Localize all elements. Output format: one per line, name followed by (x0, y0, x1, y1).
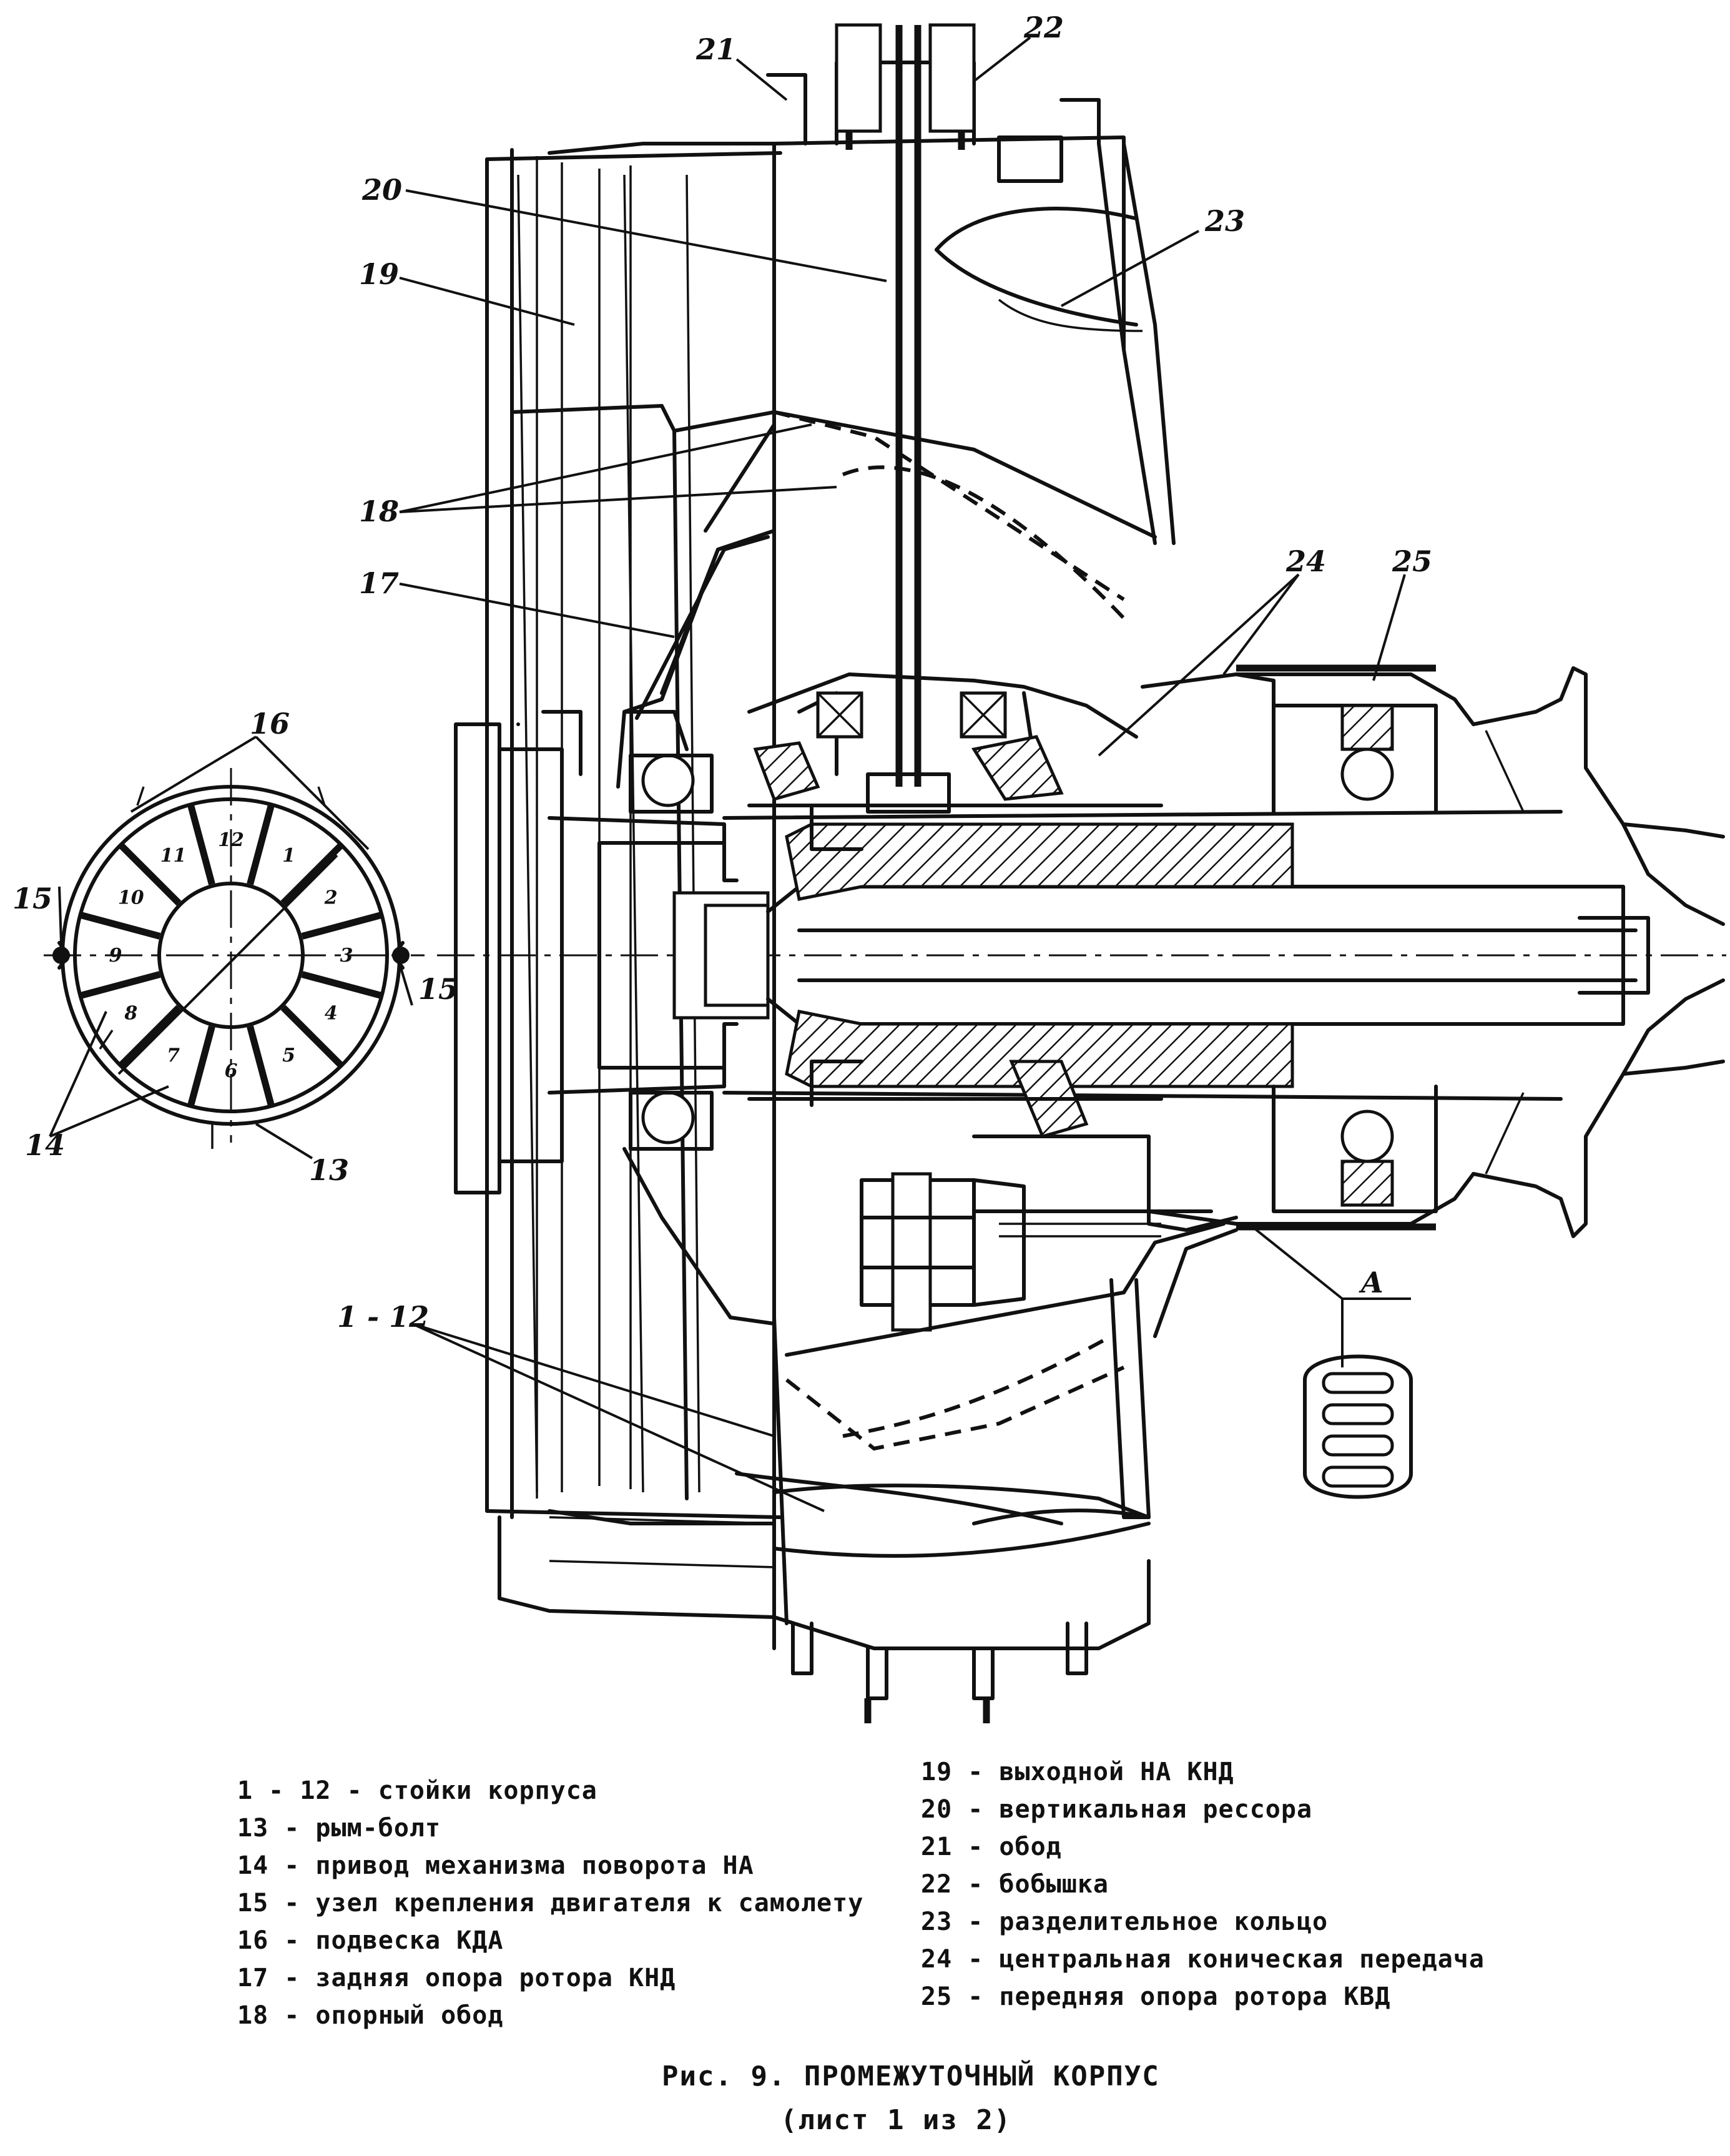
leader-lines (49, 36, 1406, 1512)
callout-a: A (1359, 1266, 1384, 1299)
callout-25: 25 (1392, 544, 1432, 578)
strut-number: 5 (282, 1045, 295, 1066)
legend-item-23: 23 - разделительное кольцо (921, 1907, 1329, 1936)
callout-13: 13 (309, 1153, 349, 1187)
mount-right (392, 947, 410, 964)
strut-spoke (79, 911, 161, 940)
strut-number: 11 (160, 845, 187, 867)
legend-item-20: 20 - вертикальная рессора (921, 1795, 1313, 1824)
shaft-hatched-upper (785, 822, 1294, 901)
legend-item-16: 16 - подвеска КДА (237, 1926, 504, 1955)
strut-number: 8 (124, 1003, 137, 1025)
front-flange (454, 710, 739, 1194)
callout-24: 24 (1285, 544, 1326, 578)
upper-strut-casing (766, 23, 1126, 1650)
callout-21: 21 (695, 32, 736, 66)
legend-item-17: 17 - задняя опора ротора КНД (237, 1964, 676, 1992)
rear-bearing-ball (641, 754, 695, 807)
strut-spoke (301, 971, 383, 1000)
main-shaft (672, 804, 1650, 1107)
legend-item-18: 18 - опорный обод (237, 2001, 504, 2030)
callout-14: 14 (25, 1128, 65, 1162)
strut-number: 6 (225, 1060, 238, 1082)
boss-left (835, 23, 882, 133)
mount-left (52, 947, 70, 964)
strut-number: 1 (282, 845, 295, 867)
central-bevel-gear (747, 672, 1163, 1139)
gear-hub (866, 772, 951, 814)
callout-20: 20 (361, 173, 402, 207)
strut-spoke (187, 804, 215, 885)
legend-item-1-12: 1 - 12 - стойки корпуса (237, 1776, 597, 1805)
rear-bearing-ball-lower (641, 1091, 695, 1144)
callout-1-12: 1 - 12 (337, 1300, 429, 1334)
outer-casing (485, 142, 782, 1525)
hp-compressor-end (1472, 666, 1725, 1238)
strut-spoke (187, 1025, 215, 1107)
strut-spoke (247, 804, 275, 885)
callout-15-left: 15 (12, 882, 52, 915)
callout-16: 16 (250, 707, 290, 741)
rear-bearing-support (616, 548, 776, 1326)
right-strut-walls (935, 142, 1176, 545)
legend-item-19: 19 - выходной НА КНД (921, 1758, 1234, 1786)
callout-18: 18 (359, 495, 399, 528)
strut-spoke (118, 1005, 182, 1068)
legend-item-25: 25 - передняя опора ротора КВД (921, 1982, 1391, 2011)
boss-right (928, 23, 976, 133)
strut-number: 3 (340, 945, 353, 967)
figure-sheet: (лист 1 из 2) (780, 2104, 1012, 2136)
strut-number: 2 (324, 887, 338, 909)
strut-number: 10 (118, 887, 144, 909)
callout-15-right: 15 (418, 972, 458, 1006)
legend-item-24: 24 - центральная коническая передача (921, 1945, 1485, 1974)
figure-caption: Рис. 9. ПРОМЕЖУТОЧНЫЙ КОРПУС (662, 2060, 1160, 2092)
strut-number: 4 (325, 1003, 338, 1025)
strut-spoke (79, 971, 161, 1000)
legend-item-21: 21 - обод (921, 1833, 1062, 1861)
strut-spoke (280, 1005, 344, 1068)
legend-item-13: 13 - рым-болт (237, 1814, 441, 1843)
strut-spoke (301, 911, 383, 940)
lower-accessory-drive (860, 1135, 1213, 1332)
callout-numbers: 21 22 20 19 23 18 17 24 25 16 15 15 14 1… (12, 11, 1432, 1334)
hp-bearing-ball-upper (1340, 747, 1394, 801)
strut-spoke (118, 842, 182, 906)
legend-item-15: 15 - узел крепления двигателя к самолету (237, 1889, 864, 1917)
bottom-casing (498, 1515, 1151, 1723)
callout-17: 17 (359, 566, 399, 600)
callout-23: 23 (1204, 204, 1245, 238)
lower-drive-shaft (891, 1172, 932, 1332)
lower-strut-casing (735, 1216, 1238, 1625)
strut-spoke (280, 842, 344, 906)
detail-a (1247, 1223, 1413, 1499)
front-bearing-hp (1141, 664, 1475, 1231)
hp-bearing-ball-lower (1340, 1110, 1394, 1163)
strut-spoke (247, 1025, 275, 1107)
legend-item-14: 14 - привод механизма поворота НА (237, 1851, 754, 1880)
strut-number: 7 (167, 1045, 180, 1066)
legend-item-22: 22 - бобышка (921, 1870, 1109, 1899)
callout-19: 19 (359, 257, 399, 291)
callout-22: 22 (1023, 11, 1064, 44)
